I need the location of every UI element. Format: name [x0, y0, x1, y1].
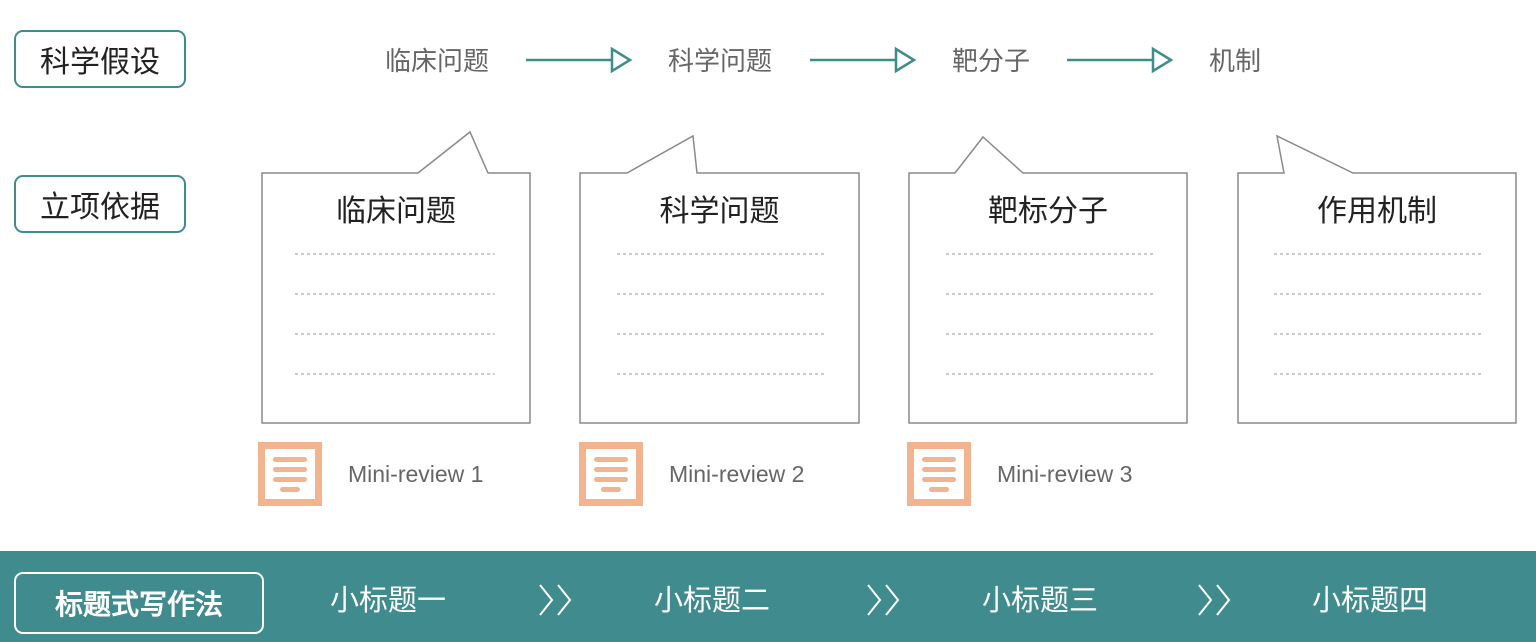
- card-title-scientific: 科学问题: [659, 194, 780, 229]
- mini-review-1: Mini-review 1: [258, 442, 483, 506]
- subheading-2: 小标题二: [654, 583, 771, 617]
- arrow-right-icon: [810, 46, 917, 74]
- heading-method-band: 标题式写作法 小标题一 小标题二 小标题三 小标题四: [0, 551, 1536, 642]
- mini-review-2: Mini-review 2: [579, 442, 804, 506]
- arrow-right-icon: [1067, 46, 1174, 74]
- document-icon: [258, 442, 322, 506]
- document-icon: [579, 442, 643, 506]
- subheading-4: 小标题四: [1312, 583, 1429, 617]
- arrow-right-icon: [526, 46, 633, 74]
- card-3-bubble: [908, 135, 1188, 424]
- card-4-bubble: [1237, 134, 1517, 424]
- double-chevron-right-icon: [1198, 584, 1231, 616]
- flow-step-mechanism: 机制: [1209, 47, 1262, 77]
- flow-step-clinical: 临床问题: [385, 47, 490, 77]
- double-chevron-right-icon: [867, 584, 900, 616]
- card-title-mechanism: 作用机制: [1317, 194, 1437, 229]
- subheading-3: 小标题三: [982, 583, 1099, 617]
- document-icon: [907, 442, 971, 506]
- card-1-bubble: [261, 130, 531, 424]
- flow-step-scientific: 科学问题: [668, 47, 773, 77]
- card-title-clinical: 临床问题: [336, 194, 456, 229]
- mini-review-label: Mini-review 2: [669, 460, 805, 487]
- mini-review-label: Mini-review 1: [348, 460, 484, 487]
- mini-review-3: Mini-review 3: [907, 442, 1132, 506]
- mini-review-label: Mini-review 3: [997, 460, 1133, 487]
- card-title-target: 靶标分子: [988, 194, 1108, 229]
- subheading-1: 小标题一: [330, 583, 447, 617]
- band-label: 标题式写作法: [14, 572, 264, 634]
- card-2-bubble: [579, 134, 860, 424]
- double-chevron-right-icon: [539, 584, 572, 616]
- hypothesis-label: 科学假设: [14, 30, 186, 88]
- flow-step-target: 靶分子: [952, 47, 1031, 77]
- basis-label: 立项依据: [14, 175, 186, 233]
